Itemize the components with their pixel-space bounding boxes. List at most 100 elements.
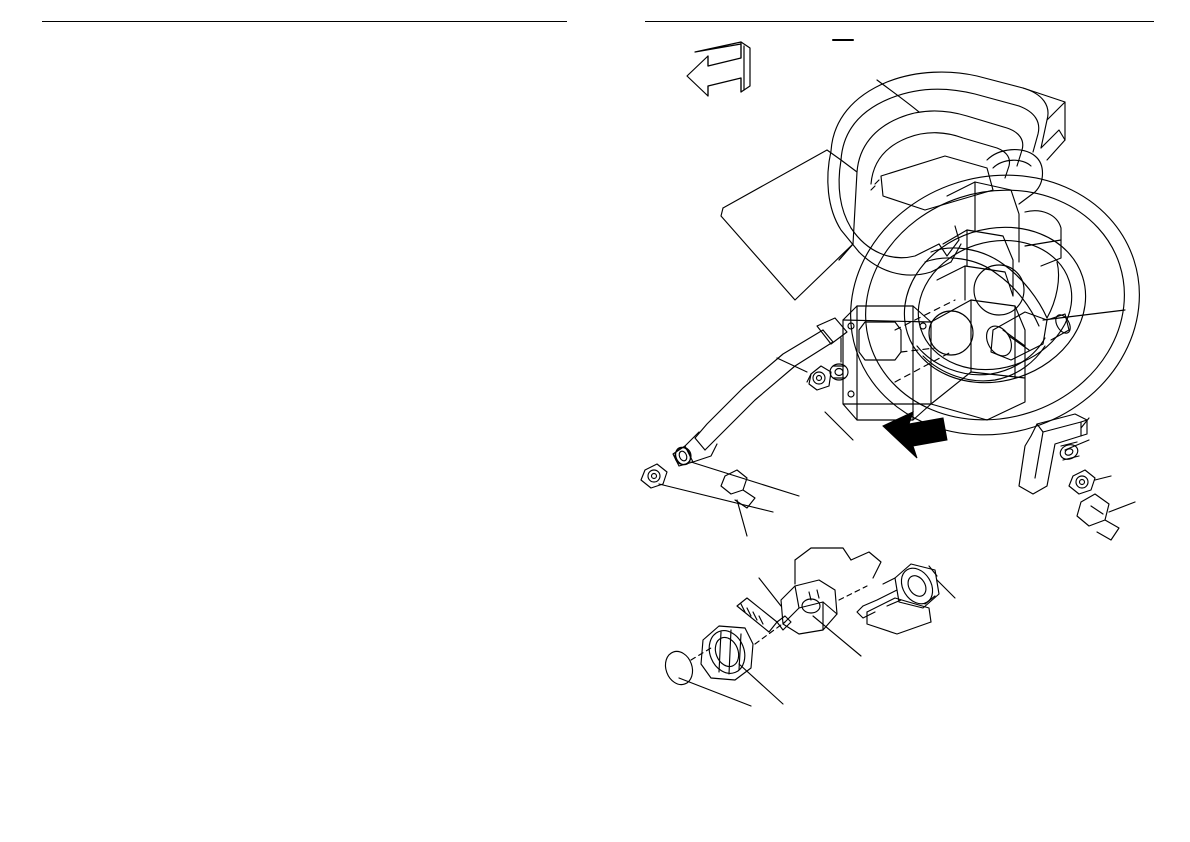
leader-6 <box>736 499 748 537</box>
leader-1 <box>876 79 920 113</box>
part-number <box>74 213 158 230</box>
part-number <box>74 96 158 113</box>
part-ref-alt <box>368 331 412 348</box>
part-12-cap <box>700 625 754 681</box>
part-ref-alt <box>368 348 412 365</box>
leader-4 <box>1080 417 1090 429</box>
part-item-number <box>38 96 74 113</box>
page-left <box>38 21 567 365</box>
leader-5 <box>824 411 854 441</box>
part-number <box>74 348 158 365</box>
part-description <box>158 314 278 331</box>
part-ref-alt <box>368 281 412 298</box>
part-options <box>300 297 368 314</box>
part-options <box>300 348 368 365</box>
part-options <box>300 331 368 348</box>
part-item-number <box>38 213 74 230</box>
part-quantity <box>278 79 300 96</box>
leader-10 <box>812 615 862 657</box>
part-description <box>158 180 278 197</box>
table-row <box>38 247 412 264</box>
part-number <box>74 79 158 96</box>
part-description <box>158 348 278 365</box>
part-ref-alt <box>368 79 412 96</box>
page-right <box>595 0 1190 842</box>
part-item-number <box>38 129 74 146</box>
part-description <box>158 331 278 348</box>
table-row <box>38 180 412 197</box>
part-ref-alt <box>368 314 412 331</box>
leader-12 <box>738 663 784 705</box>
part-options <box>300 129 368 146</box>
leader-2 <box>776 357 808 373</box>
table-row <box>38 230 412 247</box>
table-row <box>38 281 412 298</box>
diagram-svg <box>640 39 1140 707</box>
part-options <box>300 113 368 130</box>
part-number <box>74 163 158 180</box>
part-quantity <box>278 146 300 163</box>
part-number <box>74 113 158 130</box>
part-number <box>74 314 158 331</box>
part-11-disc <box>664 650 694 686</box>
part-ref-alt <box>368 197 412 214</box>
leader-7b <box>1094 475 1112 481</box>
part-ref-alt <box>368 146 412 163</box>
part-quantity <box>278 281 300 298</box>
part-ref-alt <box>368 264 412 281</box>
part-ref-alt <box>368 213 412 230</box>
part-ref-alt <box>368 96 412 113</box>
fastener-group-left <box>640 337 854 537</box>
part-options <box>300 197 368 214</box>
part-description <box>158 129 278 146</box>
detail-a-assembly <box>664 547 956 707</box>
part-description <box>158 281 278 298</box>
part-item-number <box>38 180 74 197</box>
part-quantity <box>278 96 300 113</box>
part-13-screw <box>736 597 792 633</box>
part-item-number <box>38 264 74 281</box>
table-row <box>38 96 412 113</box>
leader-11 <box>678 677 752 707</box>
fwd-arrow-marker <box>686 41 751 97</box>
part-item-number <box>38 348 74 365</box>
parts-table-body <box>38 79 412 365</box>
part-options <box>300 163 368 180</box>
part-item-number <box>38 247 74 264</box>
part-number <box>74 146 158 163</box>
part-number <box>74 331 158 348</box>
table-row <box>38 331 412 348</box>
part-quantity <box>278 230 300 247</box>
part-quantity <box>278 331 300 348</box>
part-quantity <box>278 129 300 146</box>
part-quantity <box>278 113 300 130</box>
table-row <box>38 113 412 130</box>
part-quantity <box>278 213 300 230</box>
part-number <box>74 247 158 264</box>
part-quantity <box>278 314 300 331</box>
table-row <box>38 314 412 331</box>
part-item-number <box>38 197 74 214</box>
part-number <box>74 264 158 281</box>
part-options <box>300 96 368 113</box>
leader-7 <box>658 483 774 513</box>
support-bracket-right <box>1018 413 1136 541</box>
part-ref-alt <box>368 113 412 130</box>
part-description <box>158 96 278 113</box>
leader-13 <box>758 577 782 607</box>
part-description <box>158 264 278 281</box>
part-quantity <box>278 180 300 197</box>
part-description <box>158 197 278 214</box>
part-description <box>158 297 278 314</box>
part-item-number <box>38 297 74 314</box>
part-quantity <box>278 247 300 264</box>
exploded-parts-diagram <box>595 0 1190 842</box>
leader-6b <box>1108 501 1136 513</box>
part-item-number <box>38 113 74 130</box>
table-row <box>38 213 412 230</box>
table-row <box>38 297 412 314</box>
leader-9 <box>936 579 956 599</box>
part-ref-alt <box>368 247 412 264</box>
part-description <box>158 146 278 163</box>
part-options <box>300 281 368 298</box>
